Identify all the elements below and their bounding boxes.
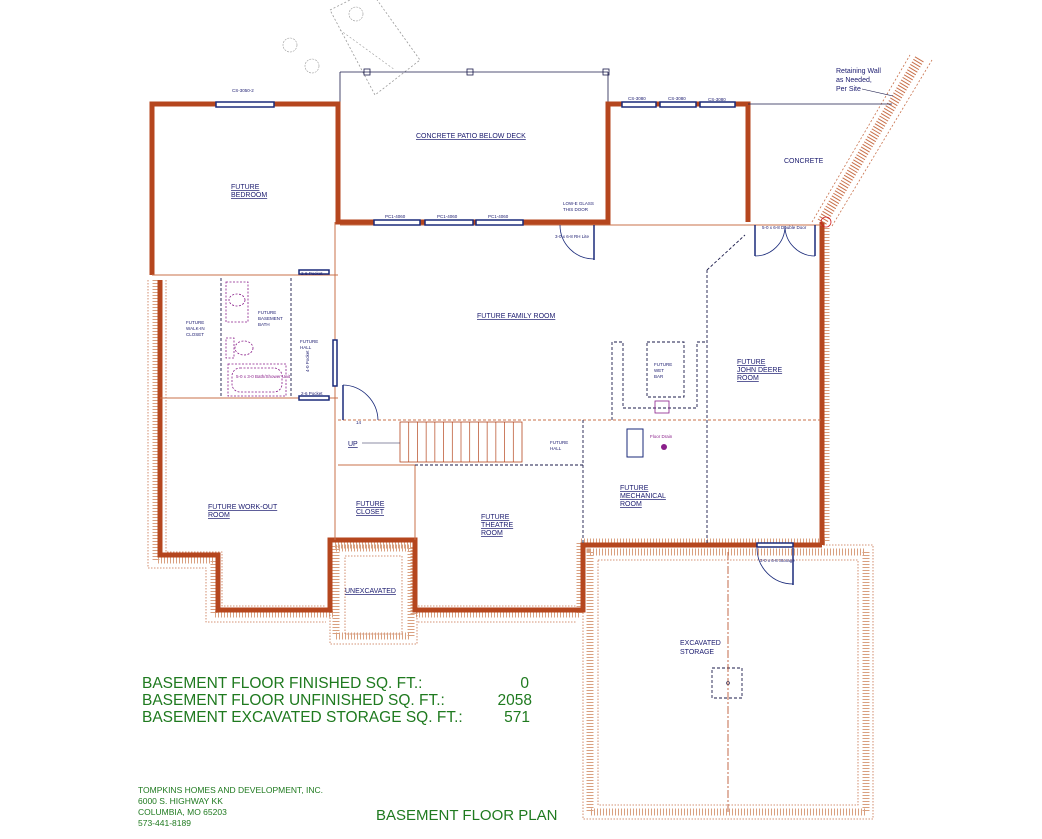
plan-text: JOHN DEERE (737, 367, 782, 374)
plan-text: FUTURE (620, 485, 649, 492)
company-info: TOMPKINS HOMES AND DEVELOPMENT, INC. 600… (138, 785, 323, 828)
area-value-unfinished: 2058 (498, 692, 532, 709)
plan-text: FUTURE (300, 339, 318, 344)
plan-text: FUTURE WORK-OUT (208, 504, 278, 511)
plan-text: STORAGE (680, 649, 714, 656)
plan-text: ROOM (620, 501, 642, 508)
plan-text: BEDROOM (231, 192, 267, 199)
plan-text: MECHANICAL (620, 493, 666, 500)
plan-text: THEATRE (481, 522, 513, 529)
plan-text: 4-0 Pocket (305, 350, 310, 372)
plan-text: 6000 S. HIGHWAY KK (138, 796, 223, 806)
plan-text: WALK-IN (186, 326, 205, 331)
plan-text: FUTURE (550, 440, 568, 445)
plan-text: CS-3080 (668, 96, 686, 101)
area-value-finished: 0 (520, 675, 529, 692)
plan-text: UNEXCAVATED (345, 588, 396, 595)
plan-text: FUTURE (231, 184, 260, 191)
deck-line (339, 68, 610, 104)
plan-text: Per Site (836, 86, 861, 93)
plan-text: LOW-E GLASS (563, 201, 594, 206)
bath-fixtures: 5-0 x 3-0 Bath/Shower Unit Floor Drain (225, 281, 673, 458)
plan-text: UP (348, 441, 358, 448)
room-labels: CONCRETE PATIO BELOW DECK FUTURE BEDROOM… (186, 133, 824, 656)
plan-text: 2-6 Pocket (301, 391, 323, 396)
plan-text: 5-0 x 3-0 Bath/Shower Unit (236, 374, 291, 379)
plan-text: BATH (258, 322, 270, 327)
stair-treads (408, 422, 514, 462)
plan-text: EXCAVATED (680, 640, 721, 647)
plan-text: HALL (300, 345, 312, 350)
plan-text: TOMPKINS HOMES AND DEVELOPMENT, INC. (138, 785, 323, 795)
stairs: UP (348, 421, 523, 463)
plan-text: PC1-4060 (488, 214, 509, 219)
plan-title: BASEMENT FLOOR PLAN (376, 807, 557, 824)
plan-text: FUTURE (258, 310, 276, 315)
plan-text: CS-3080 (628, 96, 646, 101)
plan-text: FUTURE FAMILY ROOM (477, 313, 555, 320)
plan-text: Floor Drain (650, 434, 673, 439)
plan-text: 3-0 x 6-8 Storage (760, 558, 795, 563)
windows: CS-3050-2 CS-3080 CS-3080 CS-3080 PC1-40… (215, 88, 736, 226)
plan-text: HALL (550, 446, 562, 451)
plan-text: FUTURE (356, 501, 385, 508)
plan-text: CLOSET (186, 332, 204, 337)
plan-text: 2-6 Pocket (301, 271, 323, 276)
retaining-wall (748, 54, 933, 228)
deck-stairs (282, 0, 421, 96)
plan-text: PC1-4060 (437, 214, 458, 219)
area-summary: BASEMENT FLOOR FINISHED SQ. FT.: 0 BASEM… (142, 675, 532, 726)
retaining-wall-note: Retaining Wall as Needed, Per Site (836, 68, 894, 97)
plan-text: as Needed, (836, 77, 872, 84)
plan-text: 573-441-8189 (138, 818, 191, 828)
plan-text: CONCRETE PATIO BELOW DECK (416, 133, 526, 140)
plan-text: ROOM (737, 375, 759, 382)
plan-text: ROOM (481, 530, 503, 537)
plan-text: FUTURE (737, 359, 766, 366)
plan-text: THIS DOOR (563, 207, 589, 212)
plan-text: Retaining Wall (836, 68, 881, 75)
plan-text: CS-3080 (708, 97, 726, 102)
partitions (220, 234, 746, 812)
area-label-storage: BASEMENT EXCAVATED STORAGE SQ. FT.: (142, 709, 463, 726)
area-label-unfinished: BASEMENT FLOOR UNFINISHED SQ. FT.: (142, 692, 445, 709)
plan-text: CONCRETE (784, 158, 824, 165)
plan-text: BASEMENT (258, 316, 283, 321)
plan-text: 5-0 x 6-8 Double Door (762, 225, 807, 230)
plan-text: CS-3050-2 (232, 88, 254, 93)
plan-text: BAR (654, 374, 664, 379)
plan-text: FUTURE (481, 514, 510, 521)
plan-text: 14 (356, 420, 362, 425)
plan-text: WET (654, 368, 664, 373)
doors: LOW-E GLASS THIS DOOR 3-0 x 6-8 RH Lite … (298, 201, 816, 585)
plan-text: COLUMBIA, MO 65203 (138, 807, 227, 817)
area-label-finished: BASEMENT FLOOR FINISHED SQ. FT.: (142, 675, 422, 692)
area-value-storage: 571 (504, 709, 530, 726)
plan-text: CLOSET (356, 509, 385, 516)
plan-text: 3-0 x 6-8 RH Lite (555, 234, 590, 239)
plan-text: ROOM (208, 512, 230, 519)
plan-text: FUTURE (186, 320, 204, 325)
plan-text: FUTURE (654, 362, 672, 367)
plan-text: PC1-4060 (385, 214, 406, 219)
